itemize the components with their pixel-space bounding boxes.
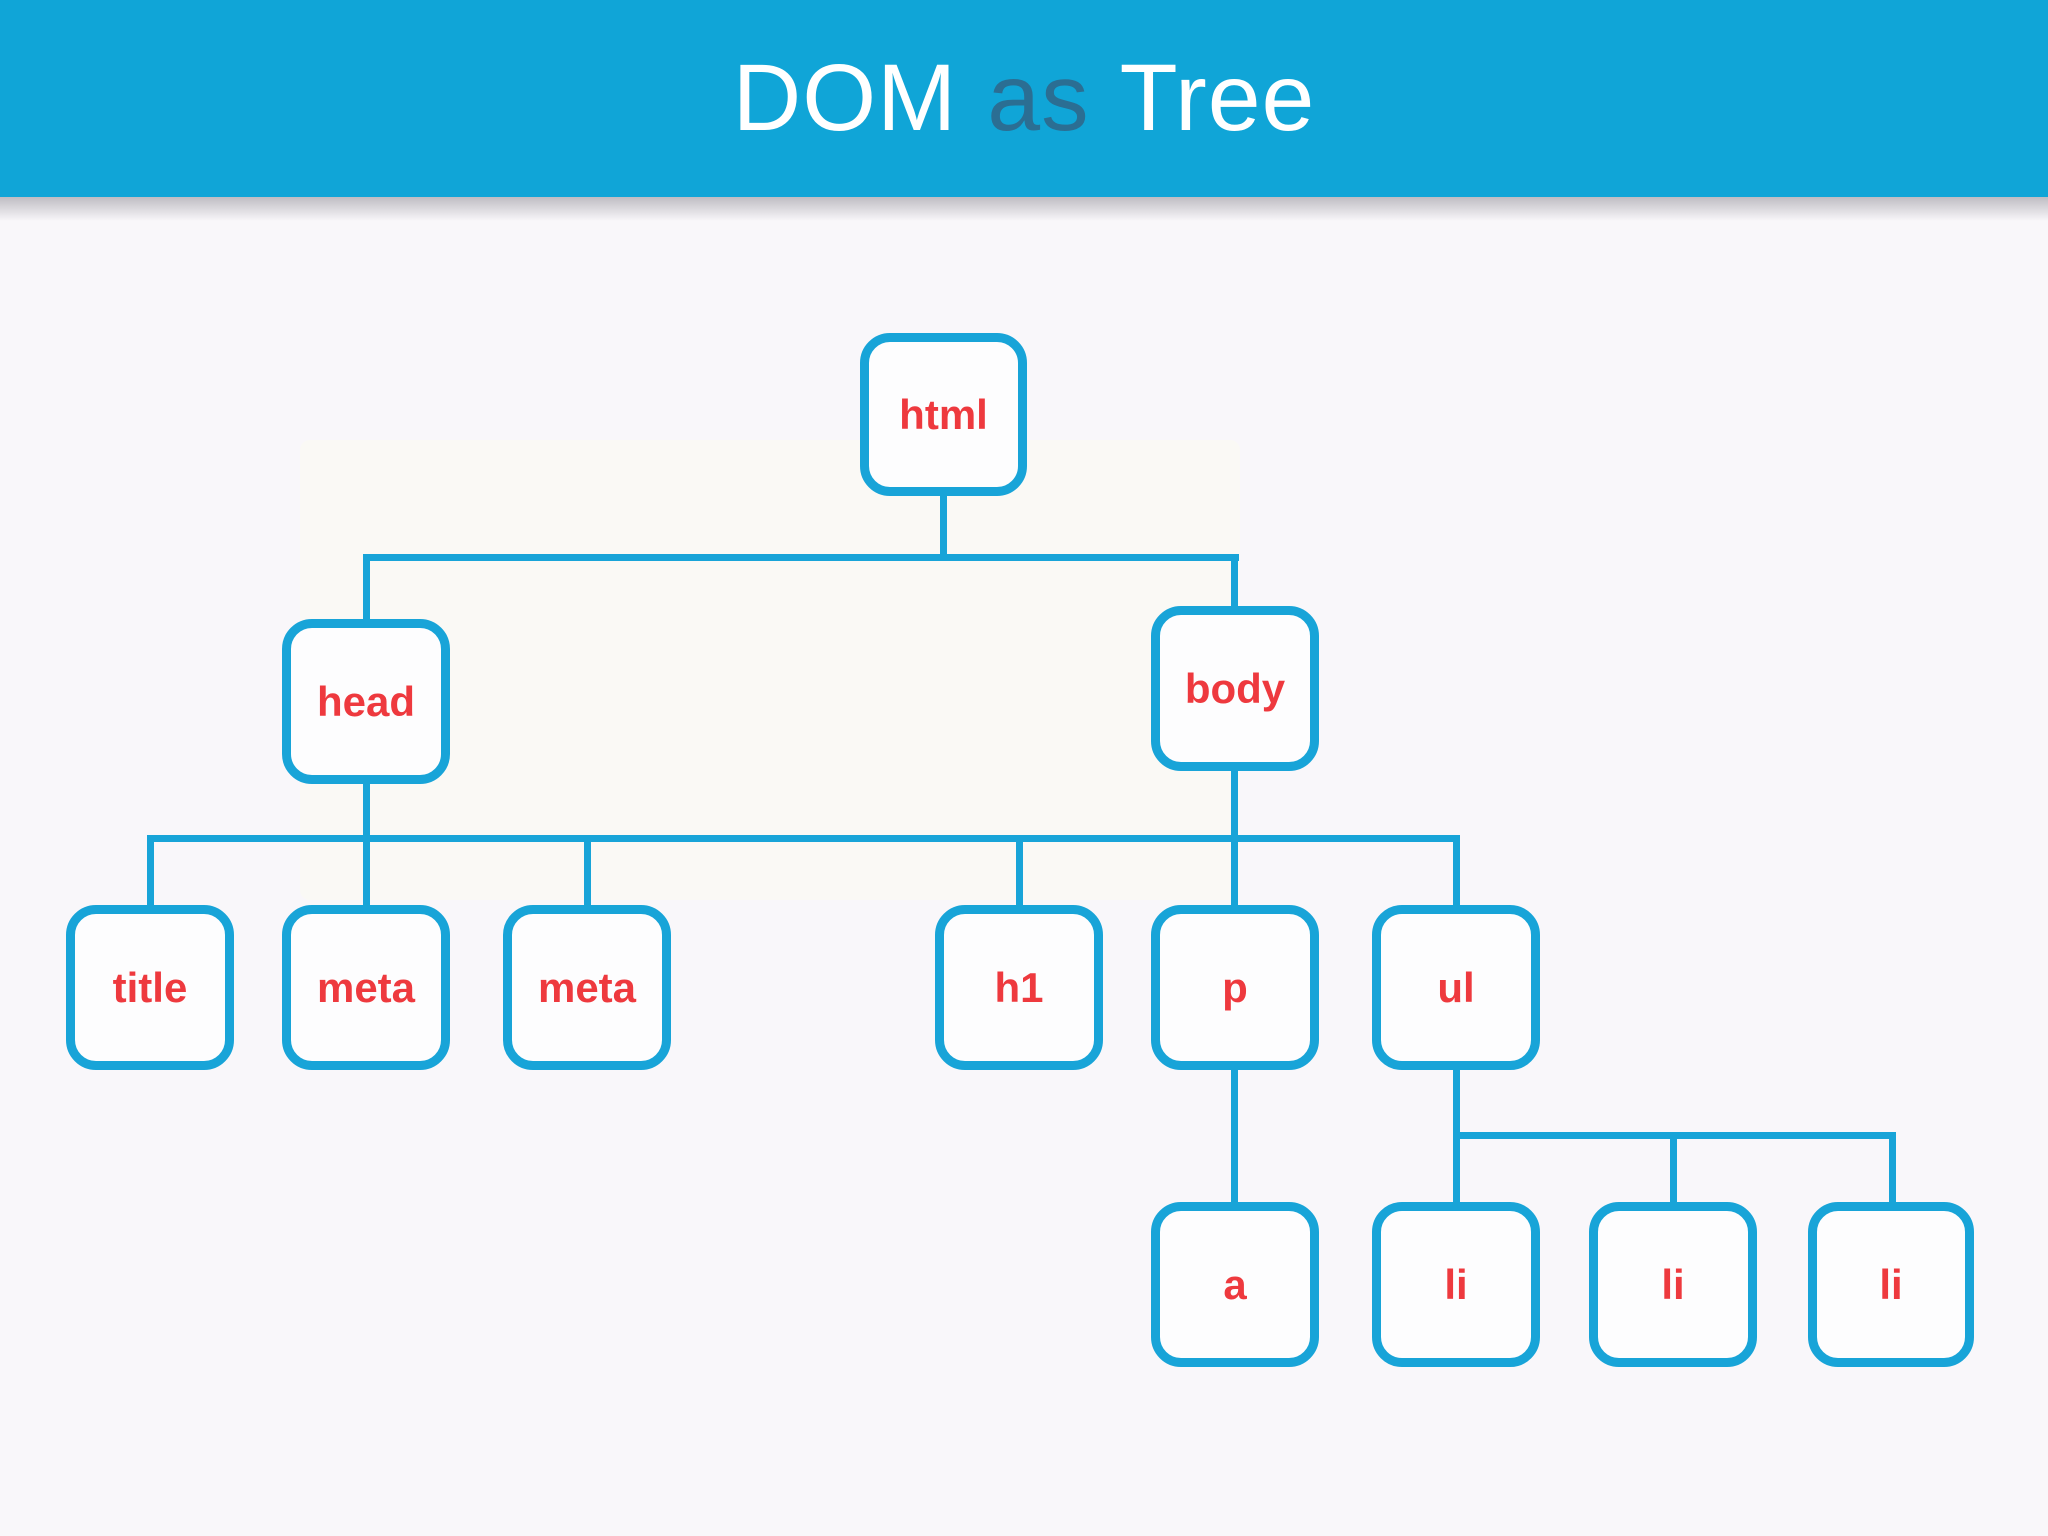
tree-node-ul: ul <box>1372 905 1540 1070</box>
node-label: html <box>899 390 988 438</box>
node-label: p <box>1222 963 1248 1011</box>
page-title: DOM as Tree <box>733 51 1316 146</box>
tree-node-li-1: li <box>1372 1202 1540 1367</box>
node-label: ul <box>1437 963 1475 1011</box>
tree-node-title: title <box>66 905 234 1070</box>
tree-node-a: a <box>1151 1202 1319 1367</box>
title-word-tree: Tree <box>1119 45 1316 151</box>
edge-rail-level3 <box>147 835 1460 842</box>
edge-head-down <box>363 780 370 842</box>
edge-body-down <box>1231 768 1238 842</box>
edge-drop-meta-1 <box>363 835 370 909</box>
node-label: meta <box>316 963 416 1011</box>
edge-drop-head <box>363 554 370 624</box>
background-tint <box>300 440 1240 900</box>
title-word-as: as <box>987 45 1090 151</box>
edge-drop-meta-2 <box>584 835 591 909</box>
edge-p-to-a <box>1231 1067 1238 1207</box>
tree-node-li-3: li <box>1808 1202 1974 1367</box>
tree-node-meta-2: meta <box>503 905 671 1070</box>
title-word-dom: DOM <box>732 45 958 151</box>
tree-node-head: head <box>282 619 450 784</box>
tree-node-li-2: li <box>1589 1202 1757 1367</box>
edge-drop-li-2 <box>1670 1132 1677 1207</box>
node-label: a <box>1223 1260 1247 1308</box>
node-label: meta <box>537 963 637 1011</box>
edge-drop-li-3 <box>1889 1132 1896 1207</box>
edge-drop-h1 <box>1016 835 1023 909</box>
tree-node-html: html <box>860 333 1027 496</box>
tree-node-meta-1: meta <box>282 905 450 1070</box>
edge-drop-body <box>1231 554 1238 612</box>
node-label: li <box>1444 1260 1468 1308</box>
tree-node-p: p <box>1151 905 1319 1070</box>
edge-drop-ul <box>1453 835 1460 909</box>
node-label: li <box>1879 1260 1903 1308</box>
edge-rail-html-children <box>363 554 1239 561</box>
edge-drop-p <box>1231 835 1238 909</box>
edge-html-down <box>940 493 947 561</box>
tree-node-body: body <box>1151 606 1319 771</box>
header-bar: DOM as Tree <box>0 0 2048 197</box>
node-label: title <box>112 963 188 1011</box>
node-label: h1 <box>994 963 1044 1011</box>
tree-node-h1: h1 <box>935 905 1103 1070</box>
node-label: body <box>1184 664 1286 712</box>
node-label: head <box>316 677 416 725</box>
node-label: li <box>1661 1260 1685 1308</box>
edge-drop-title <box>147 835 154 909</box>
header-shadow <box>0 197 2048 221</box>
